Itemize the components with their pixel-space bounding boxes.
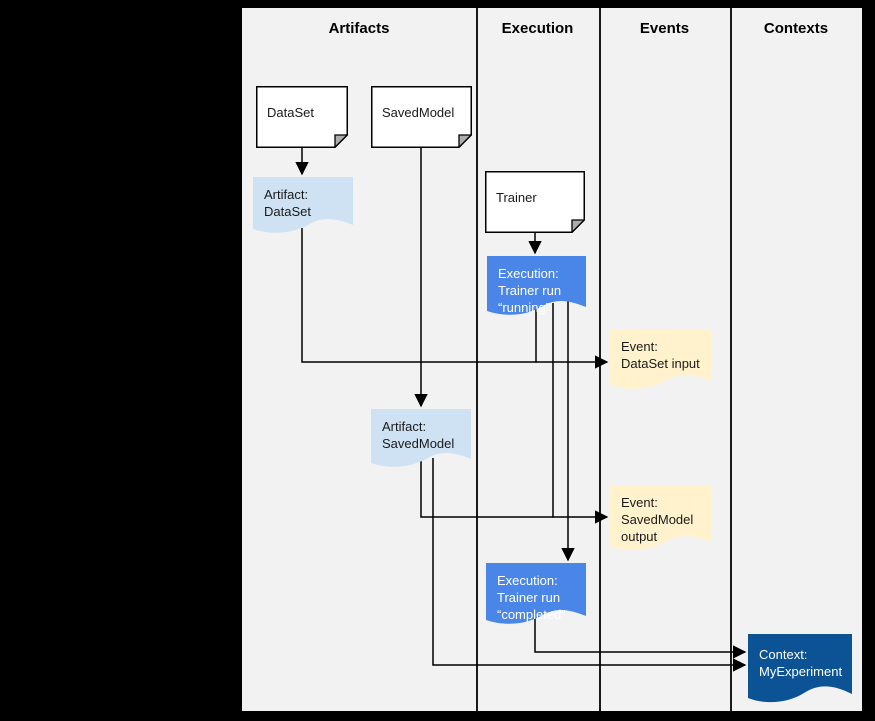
- column-header-contexts: Contexts: [763, 20, 829, 37]
- node-label: SavedModel: [621, 512, 694, 527]
- node-label: output: [621, 529, 658, 544]
- column-divider: [476, 8, 478, 711]
- arrow-artifact-savedmodel-to-context: [432, 458, 747, 672]
- folded-corner-icon: [571, 219, 585, 233]
- node-label: Execution:: [498, 266, 559, 281]
- arrow-artifact-dataset-to-event: [301, 228, 609, 369]
- diagram-canvas: Artifacts Execution Events Contexts: [242, 8, 862, 711]
- node-label: Artifact:: [264, 187, 309, 202]
- node-label: Trainer run: [498, 283, 562, 298]
- node-artifact-dataset: Artifact: DataSet: [253, 177, 353, 235]
- arrow-execution-completed-to-context: [534, 616, 747, 659]
- node-label: SavedModel: [382, 104, 455, 120]
- node-label: Event:: [621, 339, 658, 354]
- folded-corner-icon: [334, 134, 348, 148]
- node-label: “running”: [498, 300, 551, 315]
- column-header-execution: Execution: [501, 20, 574, 37]
- node-label: Execution:: [497, 573, 558, 588]
- node-event-dataset-input: Event: DataSet input: [610, 329, 711, 391]
- node-artifact-savedmodel: Artifact: SavedModel: [371, 409, 471, 469]
- folded-corner-icon: [458, 134, 472, 148]
- column-divider: [730, 8, 732, 711]
- node-label: DataSet input: [621, 356, 700, 371]
- node-execution-running: Execution: Trainer run “running”: [487, 256, 586, 317]
- node-label: “completed”: [497, 607, 566, 622]
- node-label: Trainer run: [497, 590, 561, 605]
- node-label: Event:: [621, 495, 658, 510]
- node-label: Context:: [759, 647, 808, 662]
- node-event-savedmodel-output: Event: SavedModel output: [610, 485, 711, 552]
- column-header-events: Events: [639, 20, 690, 37]
- node-trainer: Trainer: [485, 171, 585, 233]
- connector-arrows-layer: [295, 148, 747, 672]
- node-label: MyExperiment: [759, 664, 843, 679]
- node-savedmodel: SavedModel: [371, 86, 472, 148]
- node-execution-completed: Execution: Trainer run “completed”: [486, 563, 586, 626]
- node-label: SavedModel: [382, 436, 455, 451]
- node-label: Artifact:: [382, 419, 427, 434]
- node-dataset: DataSet: [256, 86, 348, 148]
- node-label: DataSet: [267, 104, 314, 120]
- node-label: Trainer: [496, 189, 537, 205]
- arrow-artifact-savedmodel-to-event: [420, 458, 609, 524]
- node-label: DataSet: [264, 204, 311, 219]
- node-context-myexperiment: Context: MyExperiment: [748, 634, 852, 706]
- column-header-artifacts: Artifacts: [328, 20, 390, 37]
